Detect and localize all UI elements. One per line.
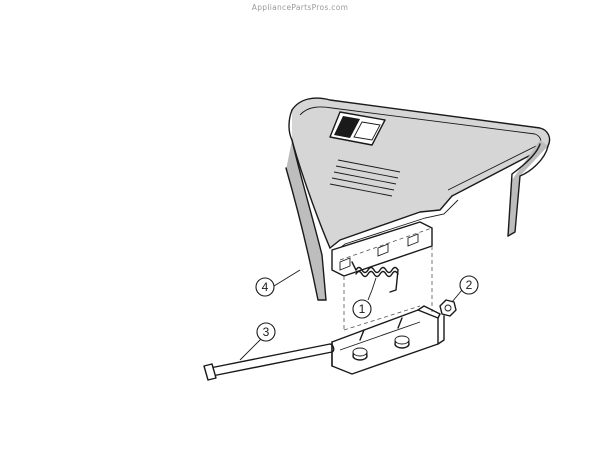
callout-4-label: 4 xyxy=(262,280,269,294)
callout-3-label: 3 xyxy=(263,325,270,339)
callout-2: 2 xyxy=(451,275,479,303)
watermark-text: AppliancePartsPros.com xyxy=(251,3,349,12)
nut xyxy=(439,299,457,317)
callout-3: 3 xyxy=(239,322,276,361)
callout-4: 4 xyxy=(255,269,301,297)
spring xyxy=(351,261,399,293)
warning-label xyxy=(329,111,401,197)
callout-2-label: 2 xyxy=(466,278,473,292)
mounting-bracket xyxy=(331,227,445,375)
callout-1: 1 xyxy=(352,277,377,319)
bracket-bolt xyxy=(394,335,410,349)
bracket-bolt xyxy=(352,347,368,361)
deflector-shield xyxy=(285,97,551,301)
callout-1-label: 1 xyxy=(359,302,366,316)
hinge-rod xyxy=(203,343,335,381)
